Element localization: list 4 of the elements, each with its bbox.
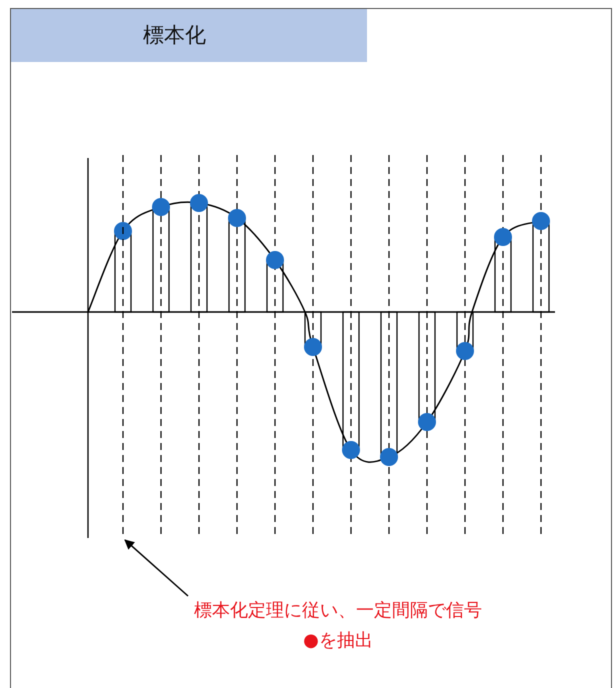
title-tab: 標本化 bbox=[11, 9, 367, 62]
sampling-line bbox=[122, 155, 124, 535]
annotation-text: 標本化定理に従い、一定間隔で信号●を抽出 bbox=[188, 596, 488, 656]
arrow bbox=[124, 539, 188, 597]
